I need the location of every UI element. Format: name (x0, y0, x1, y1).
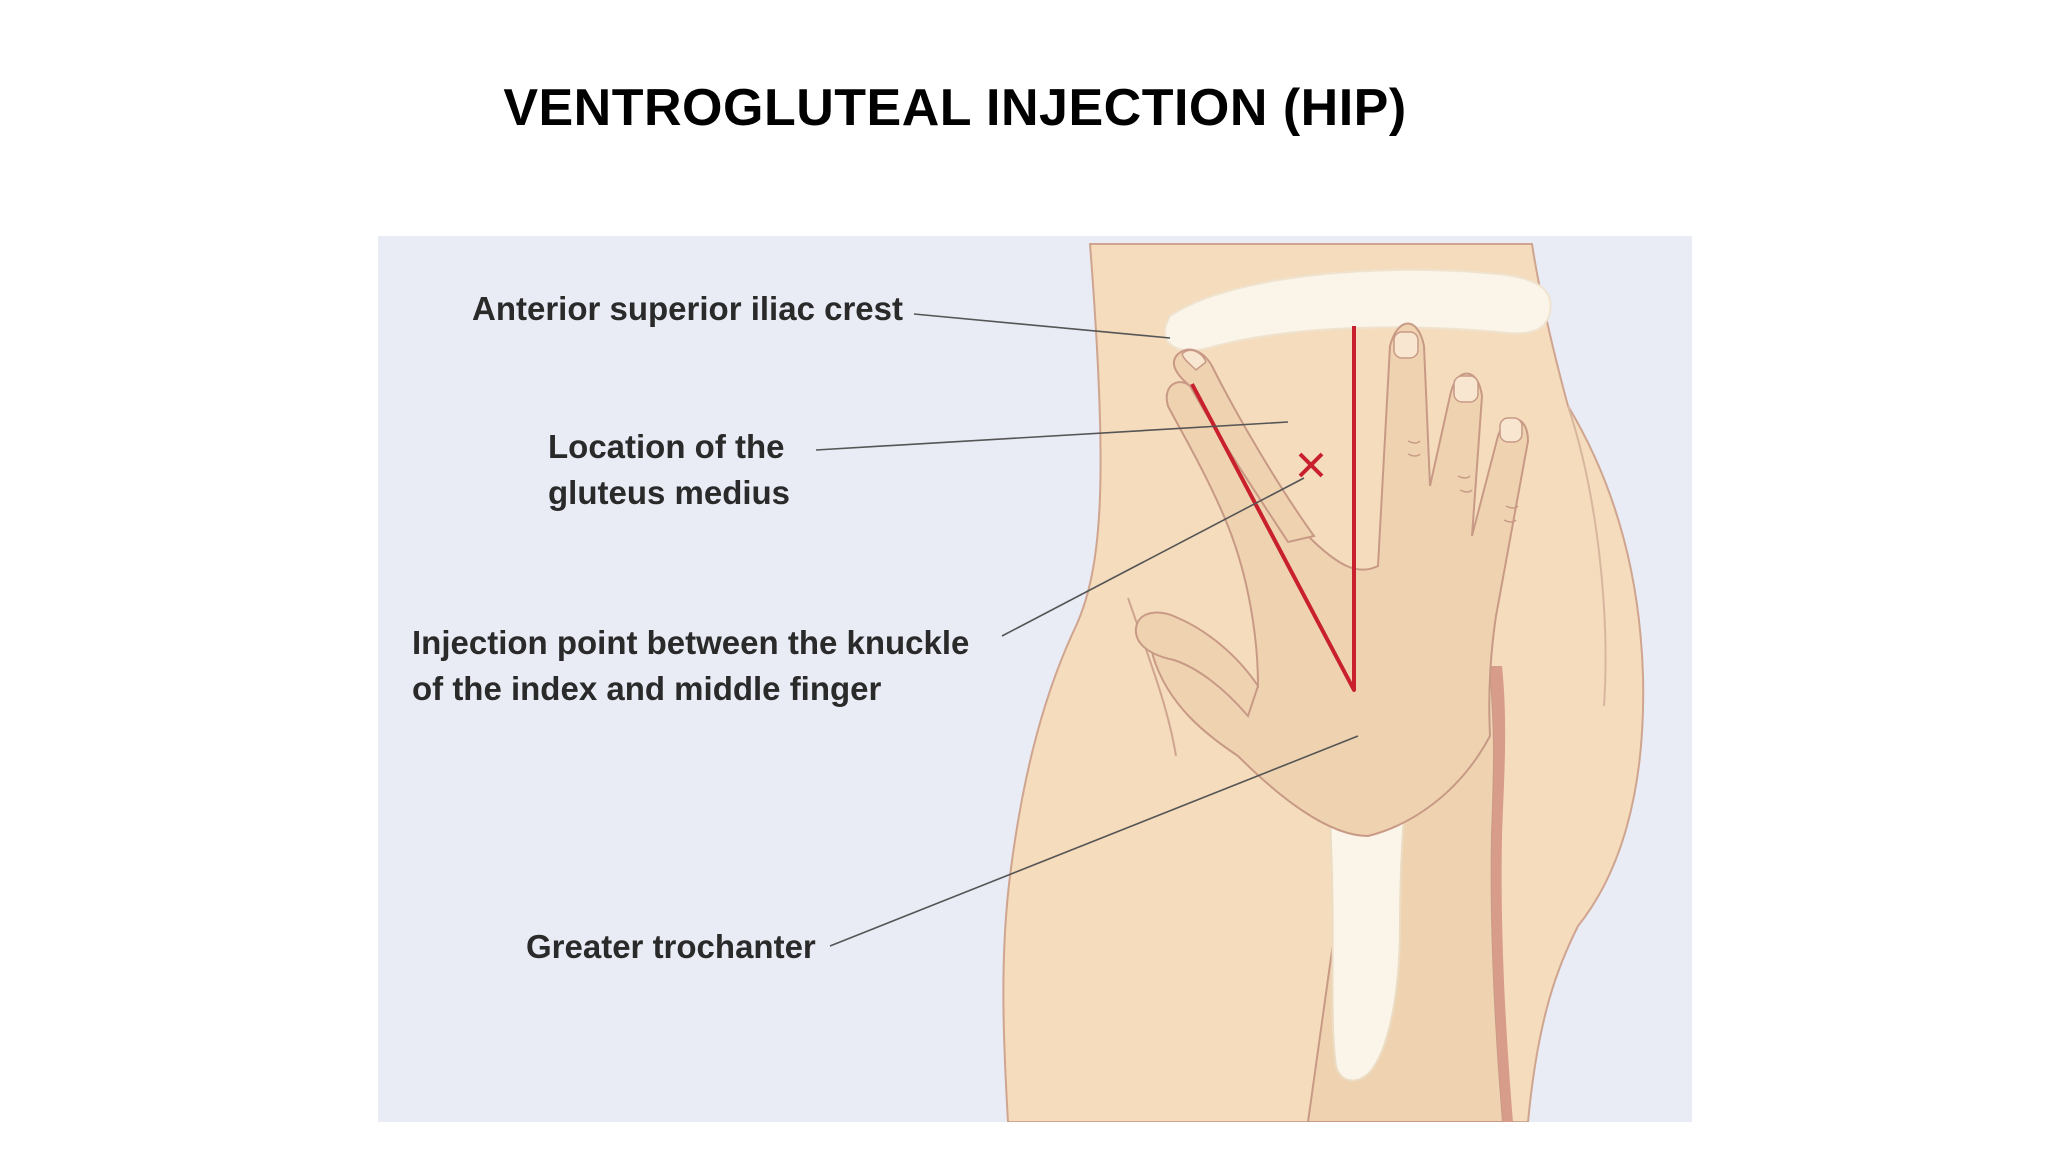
iliac-crest-bone (1163, 268, 1552, 352)
index-finger (1172, 348, 1316, 544)
leader-injection-point (1001, 477, 1305, 637)
label-gluteus-medius-line2: gluteus medius (548, 474, 790, 511)
label-injection-point-line2: of the index and middle finger (412, 670, 882, 707)
little-fingernail (1499, 417, 1523, 443)
buttock-crease (1567, 405, 1607, 707)
label-iliac-crest: Anterior superior iliac crest (472, 290, 903, 327)
index-fingernail (1181, 349, 1207, 372)
v-triangle-marker (1190, 326, 1356, 692)
injection-point-marker (1298, 452, 1324, 478)
forearm-shadow (1490, 666, 1513, 1122)
ventrogluteal-diagram: Anterior superior iliac crest Location o… (378, 236, 1692, 1122)
label-greater-trochanter: Greater trochanter (526, 928, 816, 965)
diagram-canvas: Anterior superior iliac crest Location o… (378, 236, 1692, 1122)
slide-title: VENTROGLUTEAL INJECTION (HIP) (503, 79, 1407, 137)
label-injection-point-line1: Injection point between the knuckle (412, 624, 969, 661)
leader-gluteus-medius (815, 421, 1289, 451)
thumb (1134, 611, 1260, 718)
thigh-fold (1127, 597, 1177, 757)
knuckle-creases (1407, 440, 1519, 523)
label-gluteus-medius-line1: Location of the (548, 428, 784, 465)
leader-greater-trochanter (829, 735, 1359, 947)
leader-iliac-crest (913, 313, 1171, 339)
ring-fingernail (1453, 375, 1479, 403)
middle-fingernail (1393, 331, 1419, 359)
